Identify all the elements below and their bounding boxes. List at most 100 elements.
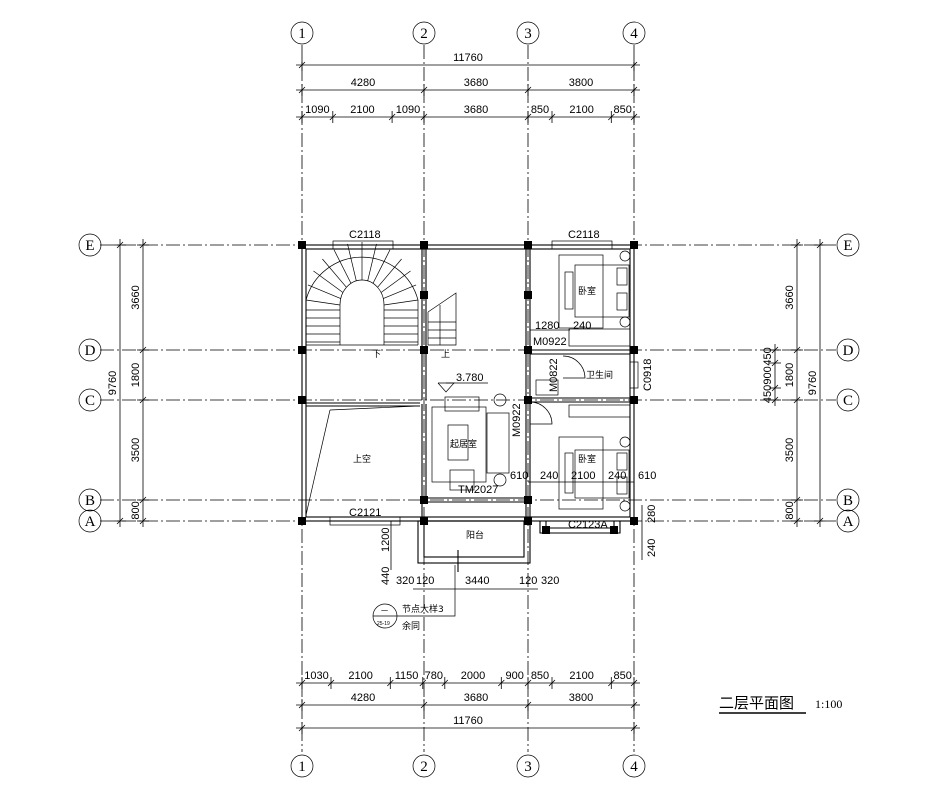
dim-chain-top-total: 11760 bbox=[296, 52, 640, 71]
axis-bubble bbox=[78, 509, 102, 533]
axis-label: E bbox=[843, 238, 852, 254]
dim-text: 1280 bbox=[535, 320, 559, 332]
column bbox=[420, 241, 428, 249]
furniture bbox=[431, 250, 631, 512]
column bbox=[524, 241, 532, 249]
column bbox=[610, 526, 618, 534]
dim-text: 3440 bbox=[465, 575, 489, 587]
column bbox=[420, 291, 428, 299]
axis-bubble bbox=[78, 388, 102, 412]
column bbox=[524, 496, 532, 504]
dim-text: 900 bbox=[762, 366, 774, 384]
axis-bubble bbox=[836, 338, 860, 362]
dim-text: 1030 bbox=[304, 670, 328, 682]
dim-text: 240 bbox=[573, 320, 591, 332]
window-label: C2123A bbox=[568, 519, 608, 531]
grid-lines bbox=[100, 45, 836, 752]
axis-label: 1 bbox=[298, 759, 306, 775]
axis-bubble bbox=[412, 21, 436, 45]
dim-text: 3800 bbox=[569, 692, 593, 704]
dim-text: 2100 bbox=[350, 104, 374, 116]
column bbox=[524, 346, 532, 354]
column bbox=[524, 291, 532, 299]
dim-text: 320 bbox=[541, 575, 559, 587]
dim-text: 450 bbox=[762, 385, 774, 403]
column bbox=[420, 496, 428, 504]
dim-text: 610 bbox=[638, 470, 656, 482]
dim-text: 9760 bbox=[107, 371, 119, 395]
axis-bubble bbox=[78, 338, 102, 362]
door-label: M0922 bbox=[533, 336, 567, 348]
dim-text: 120 bbox=[416, 575, 434, 587]
axis-label: B bbox=[843, 493, 853, 509]
detail-label: 节点大样3 bbox=[402, 603, 444, 615]
axis-bubble bbox=[836, 488, 860, 512]
dim-text: 3500 bbox=[784, 438, 796, 462]
axis-label: A bbox=[843, 514, 854, 530]
column bbox=[298, 346, 306, 354]
bedroom2-dims: 610 240 2100 240 610 bbox=[510, 470, 656, 483]
drawing-scale: 1:100 bbox=[815, 697, 842, 711]
axis-bubble bbox=[622, 754, 646, 778]
axis-bubble bbox=[290, 754, 314, 778]
spiral-staircase: 下 bbox=[305, 242, 419, 360]
dim-text: 2100 bbox=[569, 104, 593, 116]
dim-text: 240 bbox=[608, 470, 626, 482]
door-label: M0822 bbox=[548, 358, 560, 392]
door-label: TM2027 bbox=[458, 484, 498, 496]
dim-text: 3680 bbox=[464, 104, 488, 116]
axis-label: E bbox=[85, 238, 94, 254]
stair-down-label: 下 bbox=[372, 350, 381, 360]
room-bedroom-1: 卧室 bbox=[578, 285, 596, 297]
axis-label: A bbox=[85, 514, 96, 530]
axis-bubble bbox=[836, 509, 860, 533]
detail-sheet: 25-19 bbox=[377, 621, 390, 627]
void-line bbox=[305, 409, 331, 516]
drawing-title-text: 二层平面图 bbox=[719, 694, 794, 712]
column bbox=[524, 396, 532, 404]
detail-number: 一 bbox=[381, 607, 388, 615]
axis-bubble bbox=[836, 233, 860, 257]
straight-staircase: 上 bbox=[427, 292, 457, 360]
dim-text: 2000 bbox=[461, 670, 485, 682]
column bbox=[420, 517, 428, 525]
elevation-value: 3.780 bbox=[456, 372, 484, 384]
stair-up-label: 上 bbox=[441, 349, 450, 360]
window-label: C2118 bbox=[568, 229, 600, 241]
dim-text: 800 bbox=[784, 501, 796, 519]
dim-text: 2100 bbox=[348, 670, 372, 682]
axis-bubble bbox=[622, 21, 646, 45]
dim-text: 900 bbox=[505, 670, 523, 682]
axis-label: 4 bbox=[630, 759, 638, 775]
axis-label: 2 bbox=[420, 26, 428, 42]
balcony-dims: 320 120 3440 120 320 1200 440 280 240 bbox=[380, 505, 658, 590]
windows bbox=[329, 240, 639, 526]
axis-label: 3 bbox=[524, 759, 532, 775]
axis-label: D bbox=[843, 343, 854, 359]
dim-text: 1090 bbox=[305, 104, 329, 116]
door-label: M0922 bbox=[511, 403, 523, 437]
dim-text: 1200 bbox=[380, 528, 392, 552]
dim-text: 4280 bbox=[351, 77, 375, 89]
dim-text: 850 bbox=[613, 104, 631, 116]
dim-text: 1800 bbox=[784, 363, 796, 387]
dim-text: 280 bbox=[646, 505, 658, 523]
dim-chain-bottom-total: 11760 bbox=[296, 715, 640, 734]
dim-text: 850 bbox=[613, 670, 631, 682]
detail-note: 余同 bbox=[402, 620, 420, 632]
axis-bubble bbox=[516, 754, 540, 778]
column bbox=[630, 517, 638, 525]
window-label: C2118 bbox=[349, 229, 381, 241]
axis-label: 3 bbox=[524, 26, 532, 42]
dim-text: 450 bbox=[762, 347, 774, 365]
column bbox=[298, 241, 306, 249]
dim-text: 3800 bbox=[569, 77, 593, 89]
dim-text: 440 bbox=[380, 567, 392, 585]
dim-text: 120 bbox=[519, 575, 537, 587]
